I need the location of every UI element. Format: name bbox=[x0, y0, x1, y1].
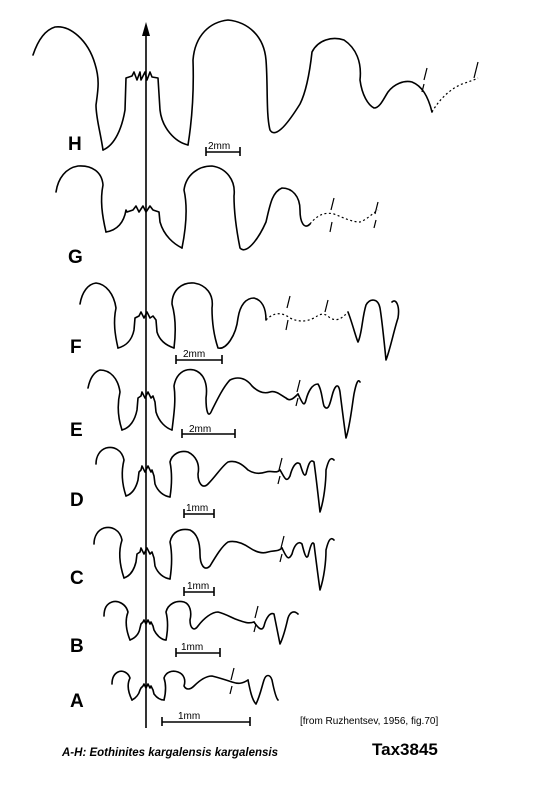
stage-label-E: E bbox=[70, 420, 83, 441]
stage-label-G: G bbox=[68, 247, 83, 268]
suture-line-H bbox=[32, 19, 479, 151]
scale-bar-label-C: 1mm bbox=[187, 581, 209, 592]
caption-prefix: A-H: bbox=[61, 747, 89, 759]
source-credit: [from Ruzhentsev, 1956, fig.70] bbox=[300, 716, 438, 727]
caption-species: Eothinites kargalensis kargalensis bbox=[89, 747, 278, 759]
scale-bar-label-E: 2mm bbox=[189, 424, 211, 435]
scale-bar-H: 2mm bbox=[205, 141, 241, 156]
scale-bar-label-B: 1mm bbox=[181, 642, 203, 653]
suture-line-F bbox=[79, 282, 400, 361]
scale-bar-F: 2mm bbox=[175, 349, 223, 364]
tax-id: Tax3845 bbox=[372, 740, 438, 759]
scale-bar-C: 1mm bbox=[183, 581, 215, 596]
scale-bar-label-D: 1mm bbox=[186, 503, 208, 514]
stage-label-F: F bbox=[70, 337, 82, 358]
axis-arrowhead bbox=[142, 22, 150, 36]
suture-line-C bbox=[93, 526, 335, 591]
suture-line-A bbox=[111, 667, 279, 705]
scale-bar-D: 1mm bbox=[183, 503, 215, 518]
stage-label-D: D bbox=[70, 490, 84, 511]
scale-bar-A: 1mm bbox=[161, 711, 251, 726]
stage-label-A: A bbox=[70, 691, 84, 712]
scale-bar-label-A: 1mm bbox=[178, 711, 200, 722]
scale-bar-E: 2mm bbox=[181, 424, 236, 438]
scale-bar-B: 1mm bbox=[175, 642, 221, 657]
stage-label-H: H bbox=[68, 134, 82, 155]
suture-line-E bbox=[87, 368, 361, 439]
stage-label-B: B bbox=[70, 636, 84, 657]
figure-caption: A-H: Eothinites kargalensis kargalensis bbox=[61, 747, 278, 759]
suture-line-D bbox=[95, 446, 335, 513]
scale-bar-label-H: 2mm bbox=[208, 141, 230, 152]
scale-bar-label-F: 2mm bbox=[183, 349, 205, 360]
stage-label-C: C bbox=[70, 568, 84, 589]
suture-line-B bbox=[103, 600, 299, 645]
suture-line-G bbox=[55, 165, 379, 251]
